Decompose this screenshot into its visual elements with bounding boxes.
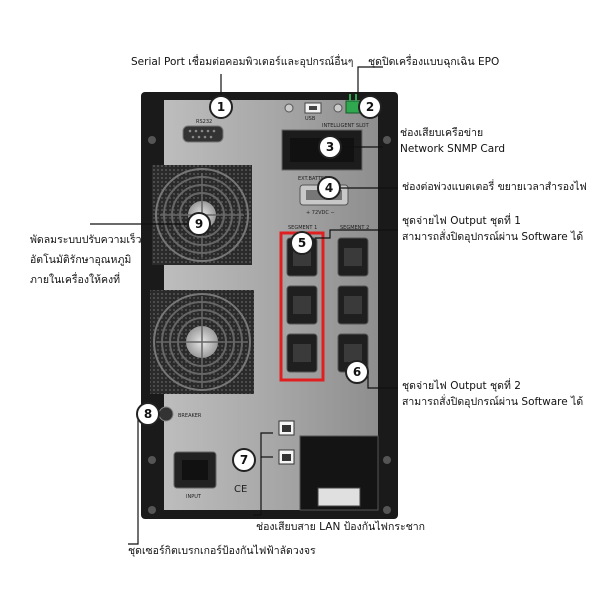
breaker-label: BREAKER: [178, 413, 202, 419]
annotation-breaker: ชุดเซอร์กิตเบรกเกอร์ป้องกันไฟฟ้าลัดวงจร: [128, 545, 316, 557]
annotation-output2-line1: ชุดจ่ายไฟ Output ชุดที่ 2: [402, 380, 521, 392]
annotation-fan-line3: ภายในเครื่องให้คงที่: [30, 274, 121, 286]
annotation-output2-line2: สามารถสั่งปิดอุปกรณ์ผ่าน Software ได้: [402, 396, 584, 408]
callout-2: 2: [358, 95, 382, 119]
callout-7: 7: [232, 448, 256, 472]
svg-text:3: 3: [326, 140, 334, 154]
epo-terminal: [345, 100, 361, 114]
annotation-output1-line1: ชุดจ่ายไฟ Output ชุดที่ 1: [402, 215, 521, 227]
ext-battery-label: EXT.BATTERY: [298, 176, 331, 182]
housing-screw: [383, 506, 391, 514]
usb-label: USB: [305, 116, 316, 122]
svg-text:7: 7: [240, 453, 248, 467]
annotation-fan-line1: พัดลมระบบปรับความเร็ว: [30, 234, 142, 246]
housing-screw: [383, 456, 391, 464]
annotation-fan-line2: อัตโนมัติรักษาอุณหภูมิ: [30, 254, 132, 266]
segment2-label: SEGMENT 2: [340, 225, 369, 231]
annotation-epo: ชุดปิดเครื่องแบบฉุกเฉิน EPO: [368, 56, 500, 68]
lower-fan: [150, 290, 254, 394]
callout-4: 4: [317, 176, 341, 200]
input-label: INPUT: [186, 494, 202, 500]
annotation-battery: ช่องต่อพ่วงแบตเตอรี่ ขยายเวลาสำรองไฟ: [402, 181, 587, 193]
annotation-snmp-line1: ช่องเสียบเครือข่าย: [400, 127, 484, 139]
circuit-breaker: [158, 406, 174, 422]
annotation-lan: ช่องเสียบสาย LAN ป้องกันไฟกระชาก: [256, 521, 425, 533]
leader-5: [315, 229, 398, 239]
svg-text:6: 6: [353, 365, 361, 379]
svg-text:8: 8: [144, 407, 152, 421]
svg-text:4: 4: [325, 181, 333, 195]
callout-8: 8: [136, 402, 160, 426]
housing-screw: [148, 506, 156, 514]
segment1-label: SEGMENT 1: [288, 225, 317, 231]
leader-6: [367, 372, 398, 389]
callout-3: 3: [318, 135, 342, 159]
leader-7: [253, 432, 273, 516]
callout-6: 6: [345, 360, 369, 384]
housing-screw: [148, 136, 156, 144]
svg-text:5: 5: [298, 236, 306, 250]
leader-2: [357, 66, 383, 94]
housing-screw: [148, 456, 156, 464]
annotation-output1-line2: สามารถสั่งปิดอุปกรณ์ผ่าน Software ได้: [402, 231, 584, 243]
svg-text:2: 2: [366, 100, 374, 114]
callout-5: 5: [290, 231, 314, 255]
callout-9: 9: [187, 212, 211, 236]
rs232-label: RS232: [196, 119, 212, 125]
callout-1: 1: [209, 95, 233, 119]
annotation-serial-port: Serial Port เชื่อมต่อคอมพิวเตอร์และอุปกร…: [131, 56, 354, 68]
ce-mark: CE: [234, 484, 247, 495]
annotation-snmp-line2: Network SNMP Card: [400, 143, 505, 155]
svg-text:1: 1: [217, 100, 225, 114]
intelligent-slot-label: INTELLIGENT SLOT: [322, 123, 370, 129]
housing-screw: [383, 136, 391, 144]
serial-port: [182, 125, 224, 143]
ext-voltage-label: + 72VDC −: [306, 210, 335, 216]
svg-text:9: 9: [195, 217, 203, 231]
